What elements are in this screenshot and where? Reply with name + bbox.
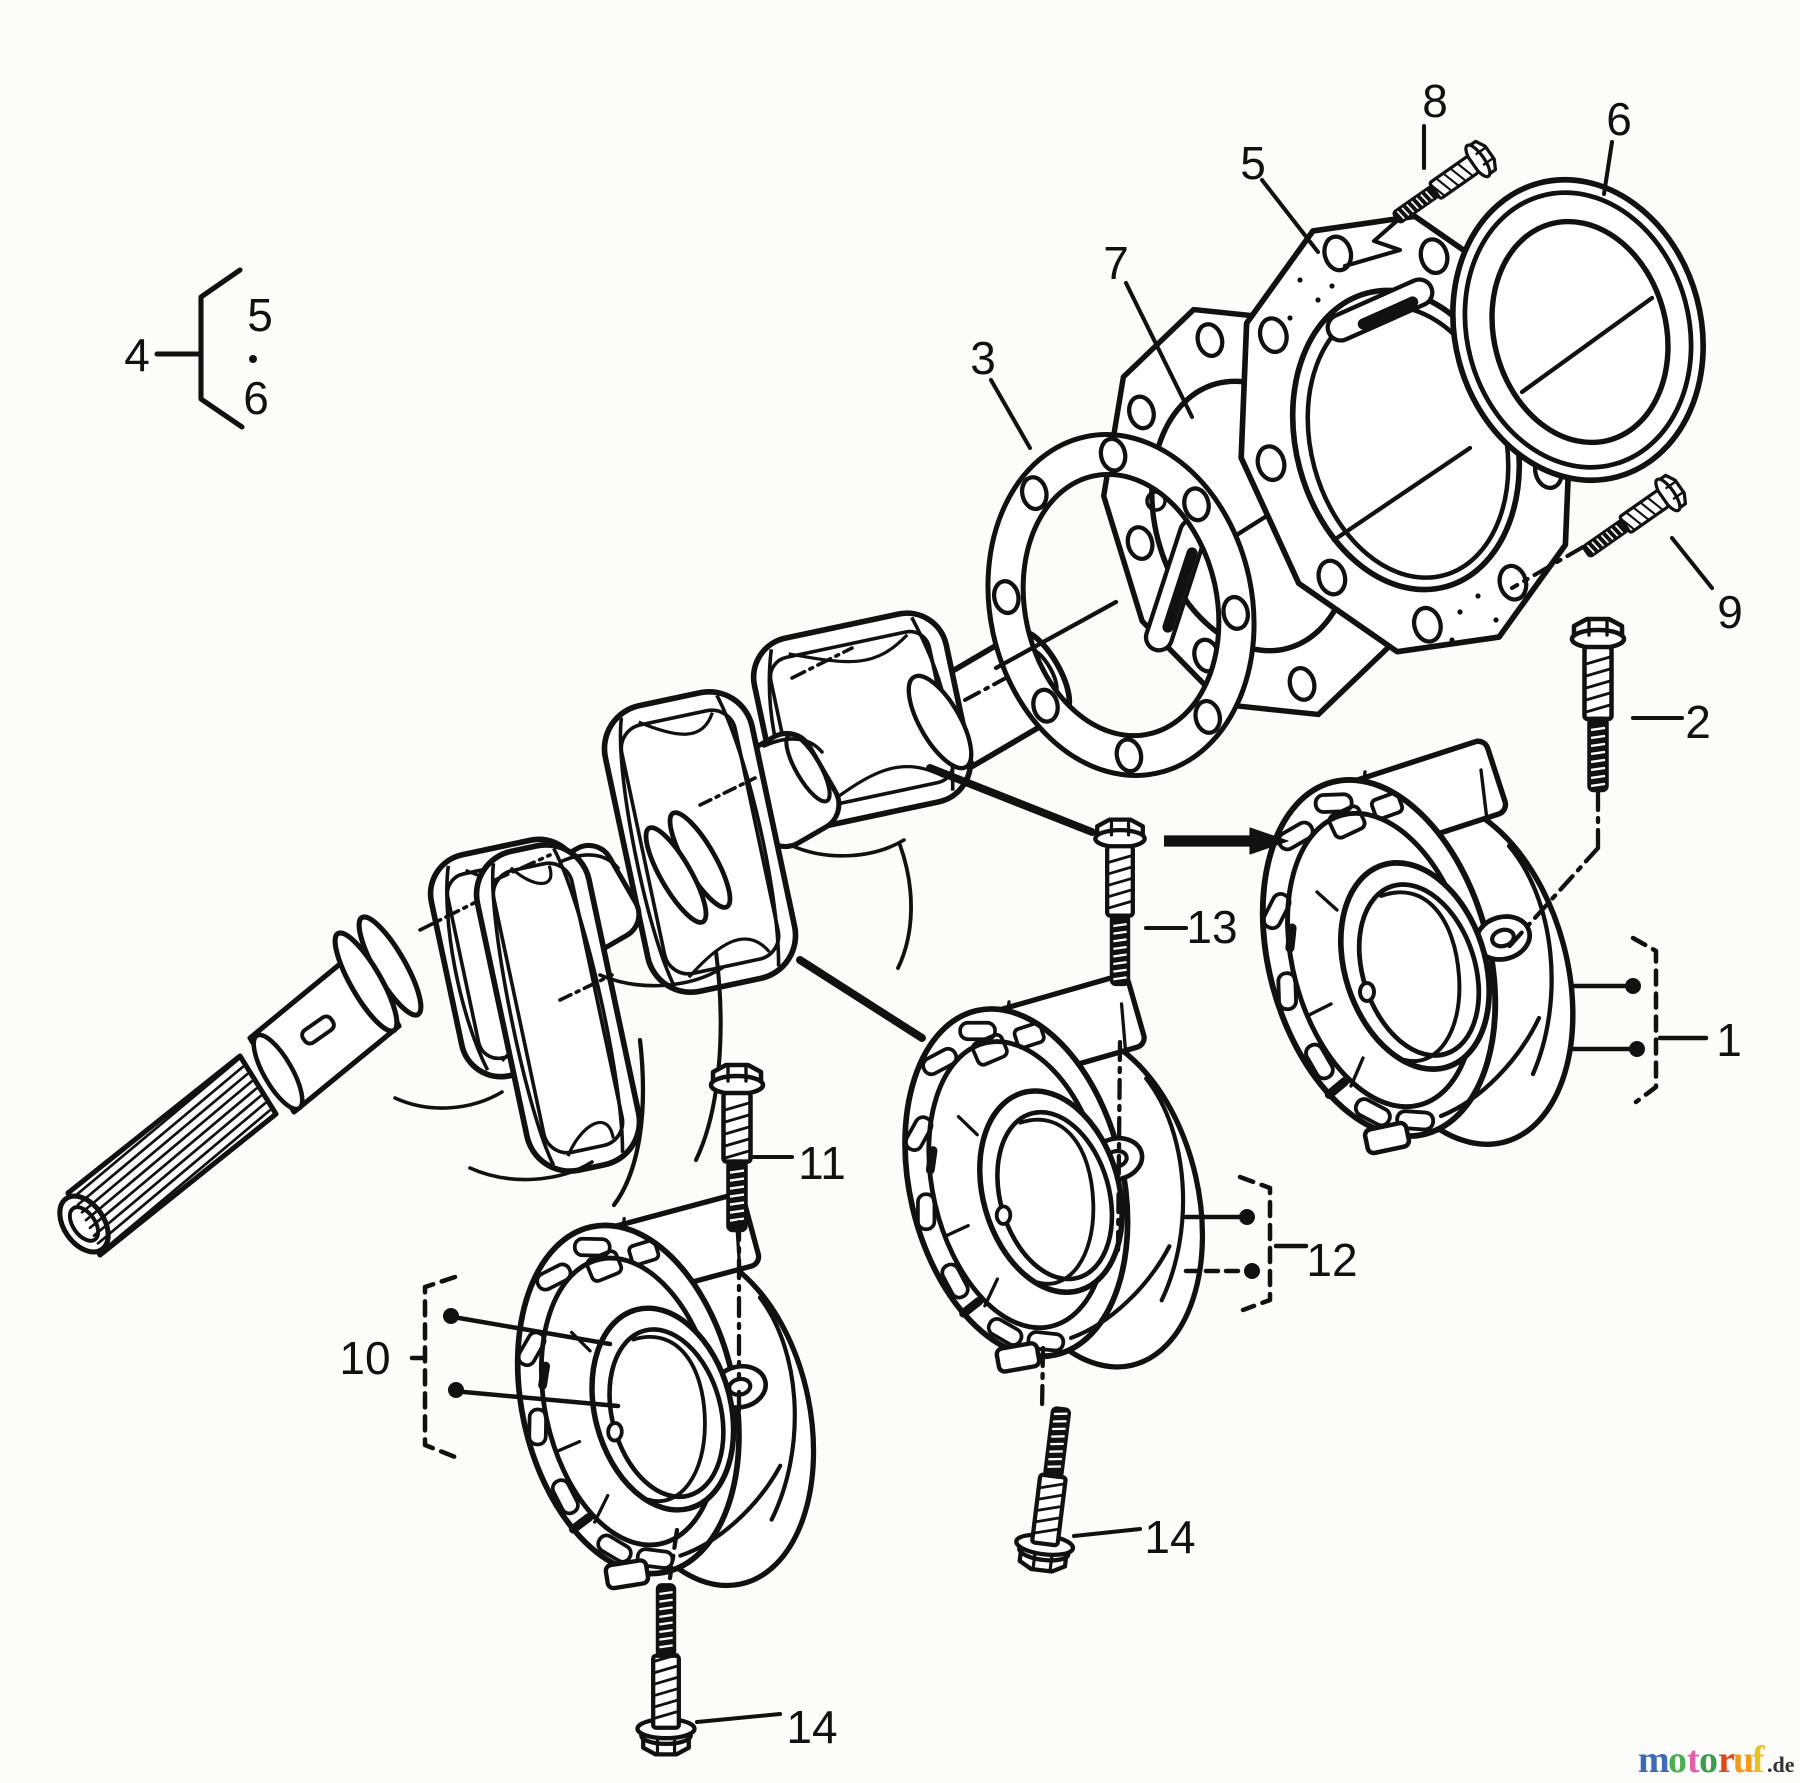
svg-text:5: 5 (247, 289, 273, 341)
svg-text:u: u (1733, 1739, 1754, 1781)
svg-text:14: 14 (1144, 1511, 1195, 1563)
svg-text:7: 7 (1103, 237, 1129, 289)
svg-text:4: 4 (124, 329, 150, 381)
svg-text:13: 13 (1186, 901, 1237, 953)
svg-text:m: m (1638, 1739, 1670, 1781)
svg-text:6: 6 (1606, 93, 1632, 145)
svg-text:.de: .de (1767, 1752, 1795, 1777)
svg-text:6: 6 (243, 372, 269, 424)
svg-text:14: 14 (786, 1701, 837, 1753)
svg-text:8: 8 (1422, 75, 1448, 127)
svg-text:12: 12 (1306, 1234, 1357, 1286)
svg-text:5: 5 (1240, 137, 1266, 189)
svg-text:9: 9 (1717, 586, 1743, 638)
svg-text:11: 11 (798, 1137, 846, 1189)
svg-text:2: 2 (1685, 696, 1711, 748)
svg-text:f: f (1752, 1739, 1766, 1781)
svg-text:10: 10 (339, 1332, 390, 1384)
svg-text:3: 3 (970, 332, 996, 384)
svg-text:o: o (1699, 1739, 1718, 1781)
svg-text:t: t (1687, 1739, 1700, 1781)
svg-text:r: r (1718, 1739, 1735, 1781)
svg-text:o: o (1668, 1739, 1687, 1781)
svg-text:1: 1 (1716, 1014, 1742, 1066)
